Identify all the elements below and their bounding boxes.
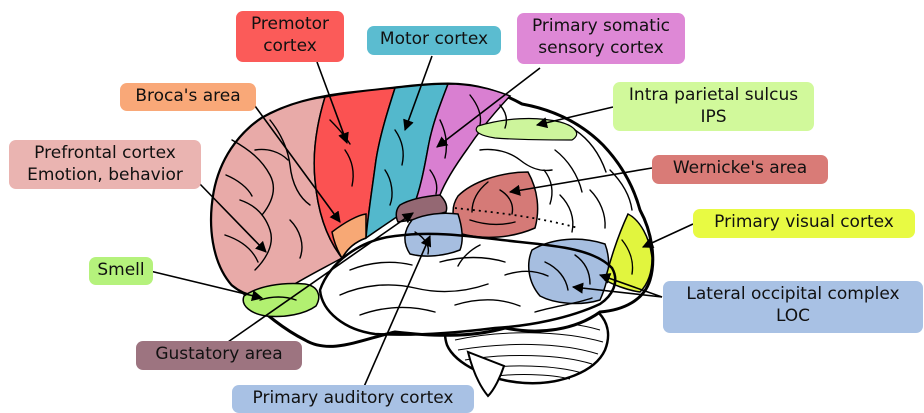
- label-loc: Lateral occipital complex LOC: [663, 281, 923, 333]
- label-somatic: Primary somatic sensory cortex: [517, 13, 685, 64]
- label-premotor: Premotor cortex: [236, 11, 344, 62]
- label-visual: Primary visual cortex: [693, 209, 915, 238]
- label-ips: Intra parietal sulcus IPS: [613, 82, 814, 131]
- label-broca: Broca's area: [120, 83, 256, 111]
- label-prefrontal: Prefrontal cortex Emotion, behavior: [9, 140, 201, 189]
- label-gustatory: Gustatory area: [136, 341, 302, 370]
- label-auditory: Primary auditory cortex: [232, 385, 474, 413]
- label-wernicke: Wernicke's area: [652, 155, 828, 184]
- label-motor: Motor cortex: [367, 26, 501, 55]
- label-smell: Smell: [89, 257, 153, 285]
